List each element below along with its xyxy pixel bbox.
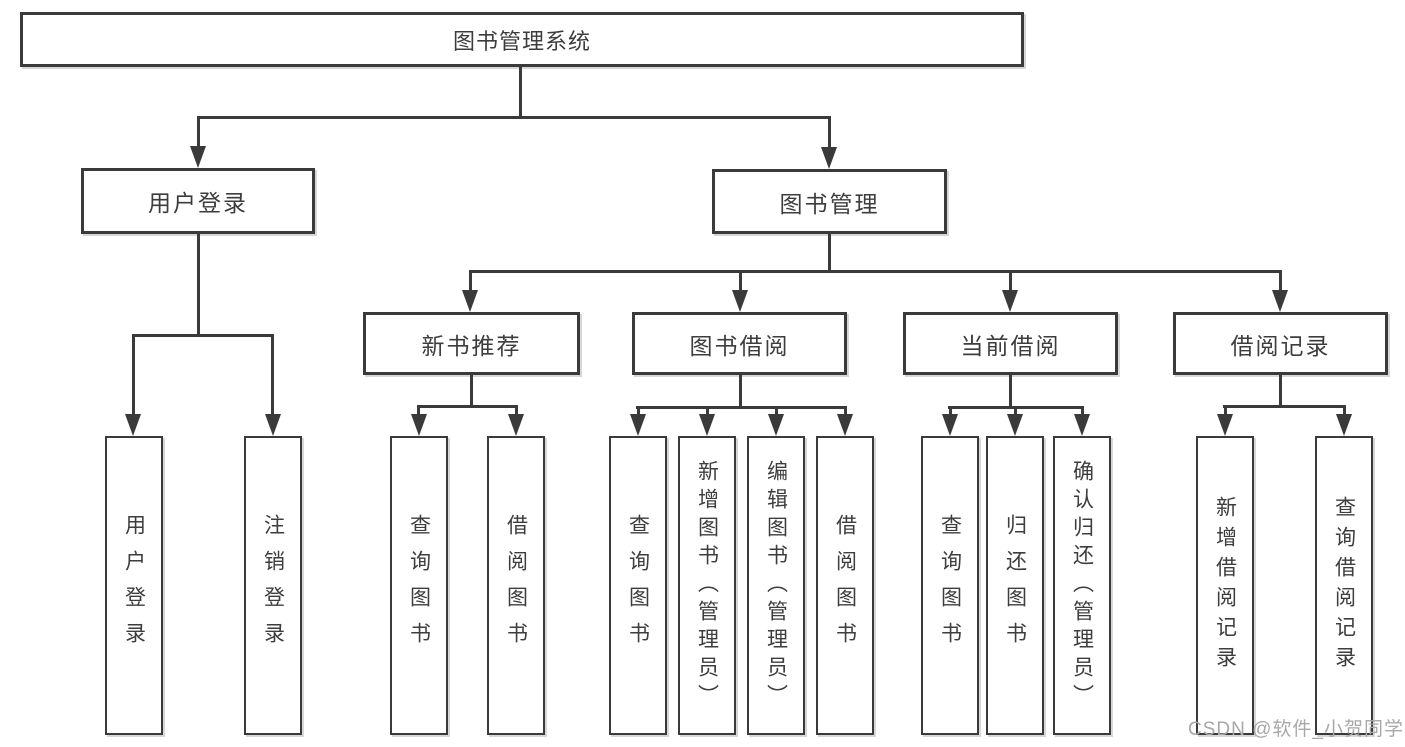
- node-new-book-recommend-label: 新书推荐: [421, 332, 522, 359]
- arrow-down-icon: [125, 414, 141, 436]
- leaf-borrow-books: 借阅图书: [816, 436, 874, 735]
- connector-drop: [637, 406, 640, 417]
- leaf-logout-label: 注销登录: [261, 513, 285, 658]
- connector-drop-current-borrow: [1009, 270, 1012, 292]
- node-current-borrow-label: 当前借阅: [960, 332, 1061, 359]
- arrow-down-icon: [508, 414, 524, 436]
- arrow-down-icon: [699, 414, 715, 436]
- connector-new-book-bus: [417, 405, 518, 408]
- arrow-down-icon: [462, 290, 478, 312]
- connector-book-borrow-stem: [739, 373, 742, 408]
- leaf-query-borrow-record: 查询借阅记录: [1315, 436, 1373, 735]
- connector-borrow-records-stem: [1279, 373, 1282, 407]
- connector-drop: [417, 405, 420, 417]
- node-library-system-label: 图书管理系统: [452, 28, 591, 54]
- connector-book-management-stem: [828, 233, 831, 272]
- connector-new-book-stem: [470, 373, 473, 407]
- arrow-down-icon: [942, 414, 958, 436]
- leaf-user-login-label: 用户登录: [122, 513, 146, 658]
- arrow-down-icon: [190, 146, 206, 168]
- node-new-book-recommend: 新书推荐: [363, 312, 580, 375]
- leaf-borrow-books-label: 借阅图书: [504, 513, 528, 658]
- connector-drop: [515, 405, 518, 417]
- connector-drop: [1014, 406, 1017, 417]
- leaf-add-books-admin-label: 新增图书（管理员）: [695, 459, 719, 712]
- leaf-query-books-label: 查询图书: [938, 513, 962, 658]
- node-book-management: 图书管理: [712, 169, 947, 234]
- connector-drop: [1081, 406, 1084, 417]
- leaf-confirm-return-admin: 确认归还（管理员）: [1053, 436, 1111, 735]
- node-borrow-records: 借阅记录: [1173, 312, 1388, 375]
- arrow-down-icon: [1217, 414, 1233, 436]
- node-library-system: 图书管理系统: [20, 12, 1024, 67]
- connector-drop-book-management: [828, 116, 831, 149]
- arrow-down-icon: [1272, 290, 1288, 312]
- arrow-down-icon: [837, 414, 853, 436]
- connector-drop: [706, 406, 709, 417]
- connector-user-login-stem: [197, 233, 200, 336]
- connector-user-login-bus: [132, 334, 274, 337]
- arrow-down-icon: [1007, 414, 1023, 436]
- connector-drop: [844, 406, 847, 417]
- arrow-down-icon: [411, 414, 427, 436]
- connector-drop-user-login: [197, 116, 200, 148]
- connector-borrow-records-bus: [1223, 405, 1346, 408]
- leaf-edit-books-admin-label: 编辑图书（管理员）: [764, 459, 788, 712]
- node-user-login-label: 用户登录: [148, 190, 248, 216]
- arrow-down-icon: [1336, 414, 1352, 436]
- connector-drop: [949, 406, 952, 417]
- node-book-borrow-label: 图书借阅: [689, 332, 790, 359]
- node-user-login: 用户登录: [81, 168, 315, 234]
- leaf-add-borrow-record-label: 新增借阅记录: [1213, 495, 1237, 676]
- connector-root-stem: [519, 66, 522, 118]
- leaf-query-books-borrow: 查询图书: [609, 436, 667, 735]
- leaf-add-books-admin: 新增图书（管理员）: [678, 436, 736, 735]
- connector-drop: [775, 406, 778, 417]
- connector-book-management-bus: [469, 270, 1282, 273]
- leaf-query-books-recommend: 查询图书: [390, 436, 448, 735]
- leaf-query-books-label: 查询图书: [407, 513, 431, 658]
- connector-drop: [1224, 405, 1227, 417]
- leaf-query-borrow-record-label: 查询借阅记录: [1332, 495, 1356, 676]
- connector-drop-leaf-user-login: [132, 334, 135, 416]
- connector-root-bus: [197, 116, 831, 119]
- leaf-add-borrow-record: 新增借阅记录: [1196, 436, 1254, 735]
- leaf-borrow-books-label: 借阅图书: [833, 513, 857, 658]
- connector-current-borrow-stem: [1009, 373, 1012, 408]
- leaf-return-books: 归还图书: [986, 436, 1044, 735]
- leaf-query-books-current: 查询图书: [921, 436, 979, 735]
- leaf-edit-books-admin: 编辑图书（管理员）: [747, 436, 805, 735]
- arrow-down-icon: [265, 414, 281, 436]
- connector-drop: [1343, 405, 1346, 417]
- node-book-borrow: 图书借阅: [632, 312, 847, 375]
- leaf-confirm-return-admin-label: 确认归还（管理员）: [1070, 459, 1094, 712]
- connector-drop-new-book: [469, 270, 472, 292]
- arrow-down-icon: [768, 414, 784, 436]
- arrow-down-icon: [821, 147, 837, 169]
- leaf-logout: 注销登录: [244, 436, 302, 735]
- leaf-return-books-label: 归还图书: [1003, 513, 1027, 658]
- connector-book-borrow-bus: [636, 406, 847, 409]
- node-book-management-label: 图书管理: [779, 190, 880, 217]
- csdn-watermark: CSDN @软件_小贺同学: [1188, 719, 1404, 740]
- connector-drop-leaf-logout: [271, 334, 274, 416]
- connector-drop-borrow-records: [1279, 270, 1282, 292]
- arrow-down-icon: [1074, 414, 1090, 436]
- arrow-down-icon: [732, 290, 748, 312]
- node-current-borrow: 当前借阅: [903, 312, 1118, 375]
- arrow-down-icon: [630, 414, 646, 436]
- leaf-query-books-label: 查询图书: [626, 513, 650, 658]
- arrow-down-icon: [1002, 290, 1018, 312]
- leaf-user-login: 用户登录: [105, 436, 163, 735]
- leaf-borrow-books-recommend: 借阅图书: [487, 436, 545, 735]
- connector-drop-book-borrow: [739, 270, 742, 292]
- node-borrow-records-label: 借阅记录: [1230, 332, 1331, 359]
